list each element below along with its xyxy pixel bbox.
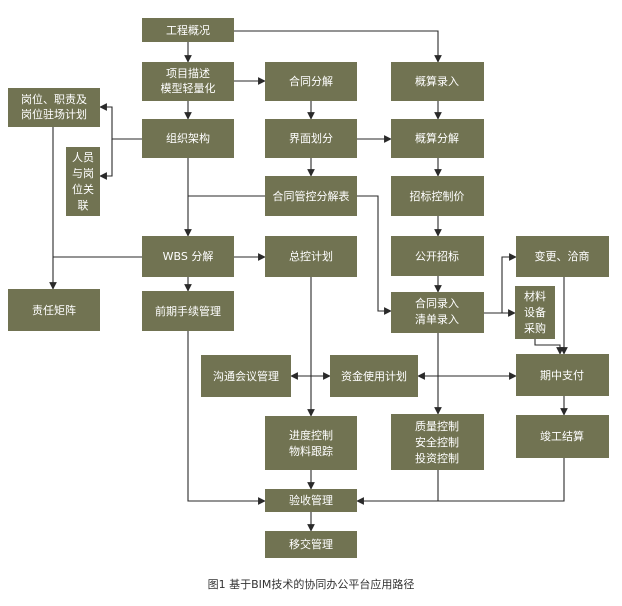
node-acceptance: 验收管理 [265,489,357,512]
node-label-line-1: 材料 [524,289,546,303]
node-contract-table: 合同管控分解表 [265,176,357,216]
edge-org-personnel [99,139,113,180]
node-positions: 岗位、职责及 岗位驻场计划 [8,88,100,127]
node-bid-price: 招标控制价 [391,176,484,216]
node-label: 前期手续管理 [155,304,221,318]
node-label: 概算录入 [415,74,459,88]
node-public-bid: 公开招标 [391,236,484,276]
node-budget-entry: 概算录入 [391,62,484,101]
edge-contract-entry-change [484,253,517,314]
node-label-line-3: 投资控制 [415,451,459,465]
node-interim-pay: 期中支付 [516,354,609,396]
node-handover: 移交管理 [265,531,357,558]
edge-quality-acceptance [356,470,439,505]
node-master-plan: 总控计划 [265,236,357,277]
node-responsibility: 责任矩阵 [8,289,100,331]
node-comm: 沟通会议管理 [201,355,291,397]
node-label: 期中支付 [540,369,584,382]
node-label: 移交管理 [289,537,333,551]
node-label-line-2: 物料跟踪 [289,444,333,458]
edge-contract-table-contract-entry [357,195,392,315]
node-progress: 进度控制 物料跟踪 [265,416,357,470]
node-overview: 工程概况 [142,18,234,42]
node-label: 合同管控分解表 [273,189,350,203]
node-label-line-1: 人员 [72,151,94,164]
node-label-line-2: 清单录入 [415,313,459,326]
node-label: 工程概况 [166,24,210,37]
node-label: 组织架构 [166,131,210,145]
node-pre-proc: 前期手续管理 [142,291,234,331]
edge-overview-budget-entry [234,30,442,63]
node-label-line-2: 模型轻量化 [161,81,216,95]
node-label: WBS 分解 [163,249,214,263]
node-org: 组织架构 [142,119,234,158]
node-label: 竣工结算 [540,429,584,443]
edge-org-positions [99,103,142,140]
node-label-line-3: 位关 [72,182,94,196]
node-wbs: WBS 分解 [142,236,234,277]
node-label: 变更、洽商 [535,249,590,263]
node-change: 变更、洽商 [516,236,609,277]
node-fund-plan: 资金使用计划 [330,355,418,397]
figure-caption: 图1 基于BIM技术的协同办公平台应用路径 [208,577,415,591]
node-label: 招标控制价 [410,189,465,203]
connectors [49,30,568,532]
node-project-desc: 项目描述 模型轻量化 [142,62,234,101]
node-personnel: 人员 与岗 位关 联 [66,147,100,216]
node-label-line-2: 安全控制 [415,435,459,449]
node-quality: 质量控制 安全控制 投资控制 [391,414,484,470]
node-label-line-1: 项目描述 [166,66,210,80]
node-label-line-4: 联 [78,199,89,212]
node-label: 公开招标 [415,249,459,263]
node-label-line-1: 岗位、职责及 [21,92,87,106]
node-label-line-2: 与岗 [72,167,94,180]
node-label: 资金使用计划 [341,369,407,383]
node-label-line-1: 质量控制 [415,419,459,433]
node-label-line-1: 进度控制 [289,428,333,442]
node-final: 竣工结算 [516,415,609,458]
node-label: 总控计划 [289,249,333,263]
node-label-line-1: 合同录入 [415,296,459,310]
node-label: 验收管理 [289,493,333,507]
node-label: 责任矩阵 [32,303,76,317]
node-contract-split: 合同分解 [265,62,357,101]
node-label: 概算分解 [415,131,459,145]
node-interface: 界面划分 [265,119,357,158]
node-budget-split: 概算分解 [391,119,484,158]
node-materials: 材料 设备 采购 [515,286,555,339]
node-label-line-3: 采购 [524,321,546,335]
edge-pre-proc-acceptance [187,331,266,505]
node-label: 界面划分 [289,132,333,145]
node-contract-entry: 合同录入 清单录入 [391,292,484,333]
node-label-line-2: 岗位驻场计划 [21,107,87,121]
edge-final-acceptance [438,458,565,502]
node-label-line-2: 设备 [524,305,546,319]
node-label: 合同分解 [289,74,333,88]
node-label: 沟通会议管理 [213,369,279,383]
